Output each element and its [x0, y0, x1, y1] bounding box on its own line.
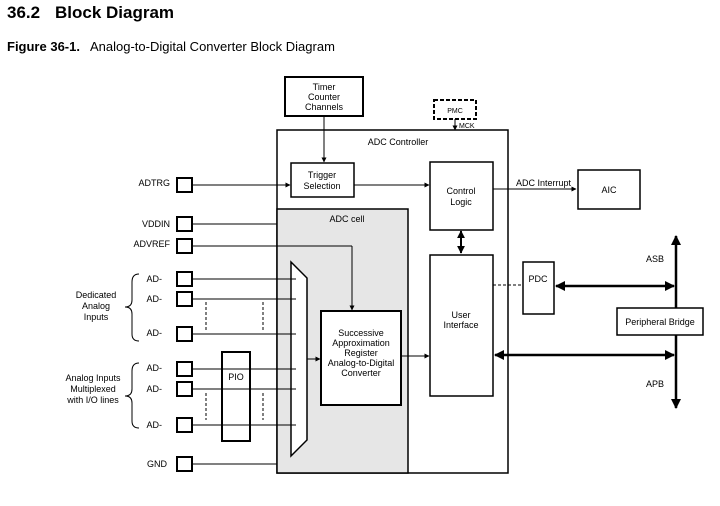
trigger-selection-block [290, 162, 355, 198]
section-heading: 36.2 Block Diagram [7, 3, 174, 23]
mck-label: MCK [459, 123, 475, 130]
timer-label-2: Counter [308, 92, 340, 102]
aic-block [577, 169, 641, 210]
pio-block [221, 351, 251, 442]
advref-label: ADVREF [133, 239, 170, 249]
adtrg-label: ADTRG [139, 178, 171, 188]
gnd-label: GND [147, 459, 168, 469]
ad-label-1: AD- [147, 274, 163, 284]
sar-label-5: Converter [341, 368, 381, 378]
figure-title: Analog-to-Digital Converter Block Diagra… [89, 39, 335, 54]
pdc-label: PDC [528, 274, 548, 284]
multiplexed-label-1: Analog Inputs [65, 373, 121, 383]
vddin-pin [176, 216, 193, 232]
advref-pin [176, 238, 193, 254]
pmc-label: PMC [447, 108, 463, 115]
asb-label: ASB [646, 254, 664, 264]
ad-label-5: AD- [147, 384, 163, 394]
multiplexed-label-2: Multiplexed [70, 384, 116, 394]
trigger-label-2: Selection [303, 181, 340, 191]
aic-label: AIC [601, 185, 617, 195]
dedicated-label-1: Dedicated [76, 290, 117, 300]
adtrg-pin [176, 177, 193, 193]
dedicated-brace [124, 273, 140, 342]
ad-label-3: AD- [147, 328, 163, 338]
figure-label: Figure 36-1. [7, 39, 80, 54]
trigger-label-1: Trigger [308, 170, 336, 180]
peripheral-bridge-label: Peripheral Bridge [625, 317, 695, 327]
ad-pin-2 [176, 291, 193, 307]
adc-interrupt-label: ADC Interrupt [516, 178, 572, 188]
user-interface-label-1: User [451, 310, 470, 320]
analog-mux [290, 260, 308, 458]
control-logic-label-1: Control [446, 186, 475, 196]
control-logic-block [429, 161, 494, 231]
pio-label: PIO [228, 372, 244, 382]
ad-pin-3 [176, 326, 193, 342]
multiplexed-label-3: with I/O lines [66, 395, 119, 405]
ad-pin-5 [176, 381, 193, 397]
multiplexed-brace [124, 362, 140, 429]
ad-label-6: AD- [147, 420, 163, 430]
figure-caption: Figure 36-1. Analog-to-Digital Converter … [7, 39, 335, 54]
timer-label-3: Channels [305, 102, 344, 112]
user-interface-block [429, 254, 494, 397]
apb-label: APB [646, 379, 664, 389]
sar-label-2: Approximation [332, 338, 390, 348]
sar-label-4: Analog-to-Digital [328, 358, 395, 368]
ad-label-2: AD- [147, 294, 163, 304]
section-title: Block Diagram [55, 3, 175, 22]
peripheral-bridge-block [616, 307, 704, 336]
sar-converter-block [320, 310, 402, 406]
gnd-pin [176, 456, 193, 472]
ad-pin-6 [176, 417, 193, 433]
timer-counter-block [284, 76, 364, 117]
adc-cell-label: ADC cell [329, 214, 364, 224]
dedicated-label-3: Inputs [84, 312, 109, 322]
sar-label-3: Register [344, 348, 378, 358]
control-logic-label-2: Logic [450, 197, 472, 207]
ad-pin-4 [176, 361, 193, 377]
ad-label-4: AD- [147, 363, 163, 373]
ad-pin-1 [176, 271, 193, 287]
section-number: 36.2 [7, 3, 41, 22]
user-interface-label-2: Interface [443, 320, 478, 330]
vddin-label: VDDIN [142, 219, 170, 229]
adc-controller-label: ADC Controller [368, 137, 429, 147]
pdc-block [522, 261, 555, 315]
sar-label-1: Successive [338, 328, 384, 338]
dedicated-label-2: Analog [82, 301, 110, 311]
timer-label-1: Timer [313, 82, 336, 92]
